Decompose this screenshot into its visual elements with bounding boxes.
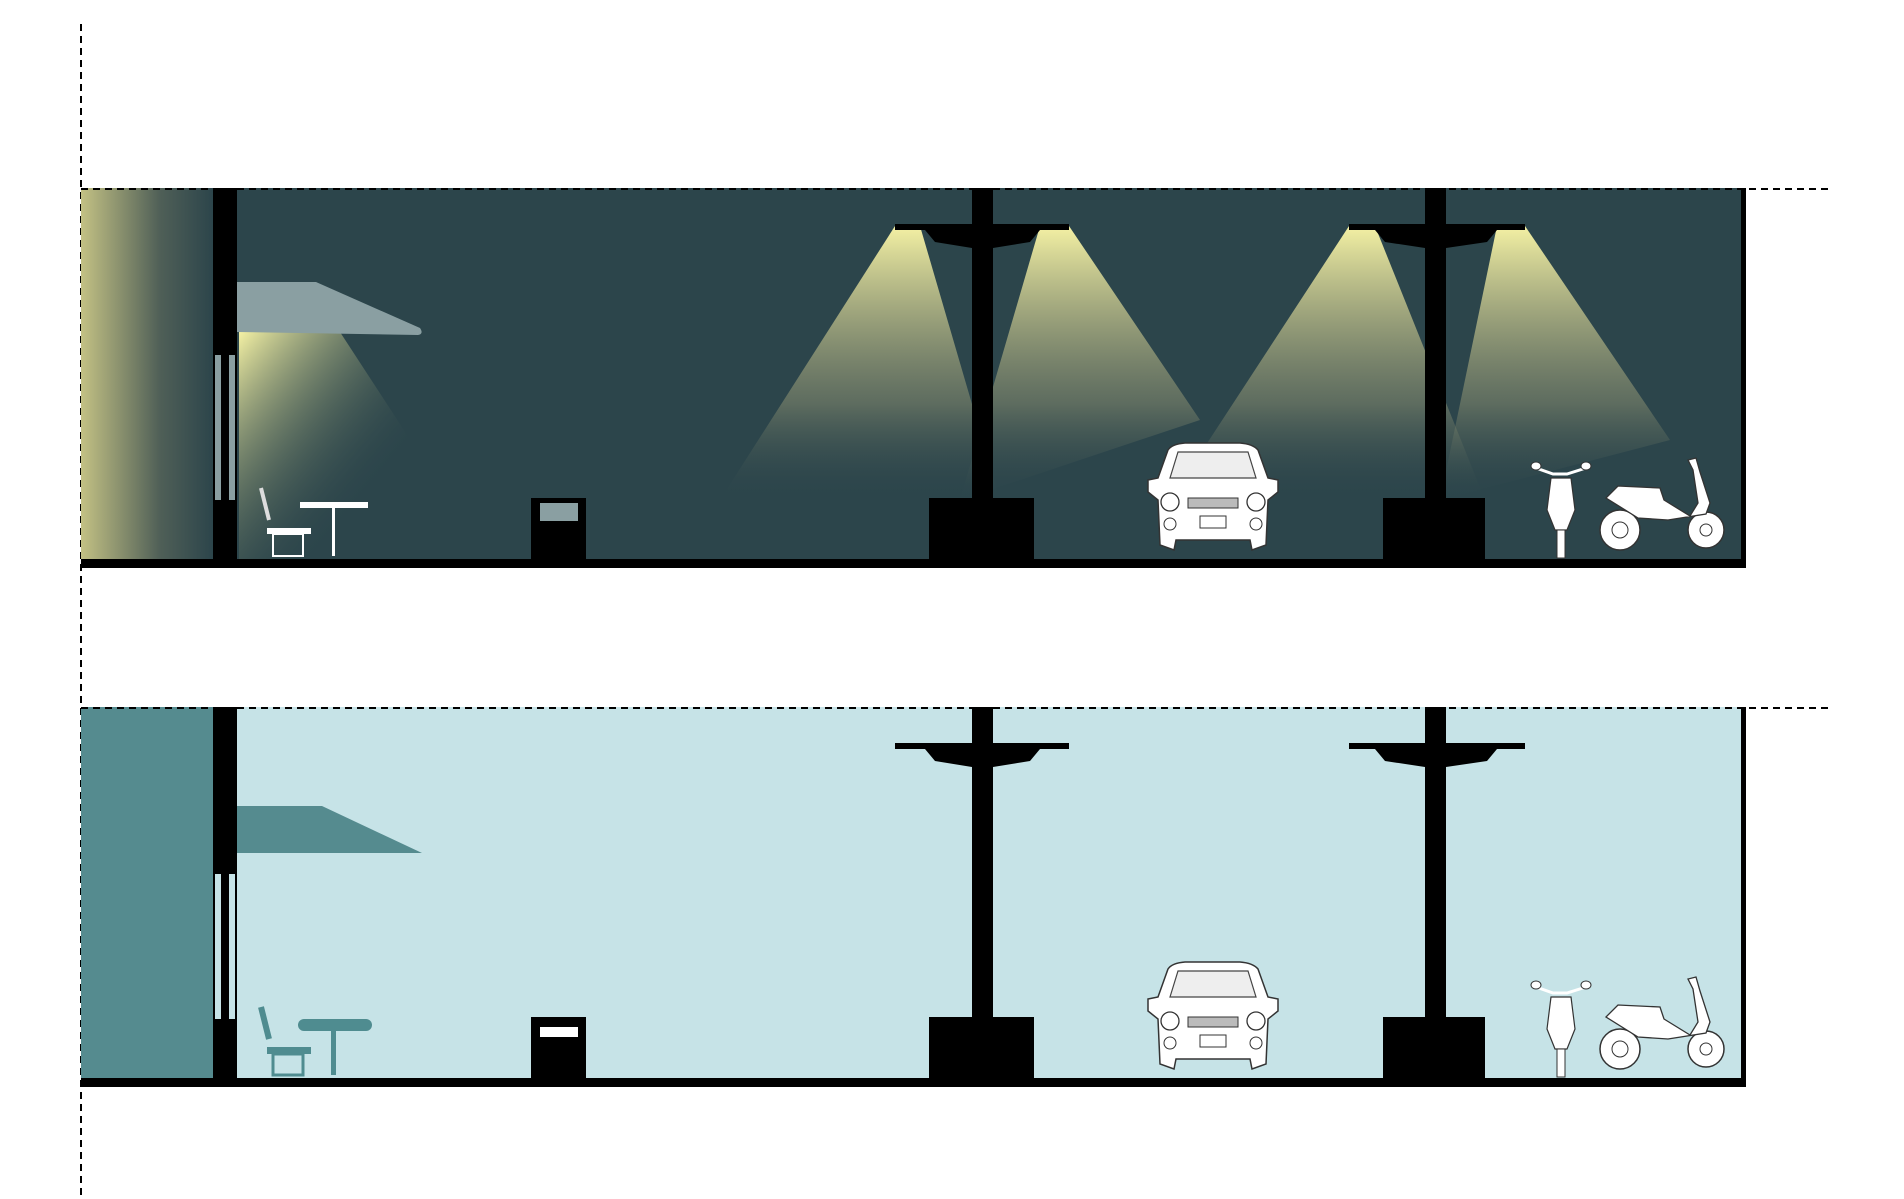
street-light-cone xyxy=(1440,226,1670,500)
window-glass xyxy=(215,355,221,500)
planter xyxy=(531,1017,586,1080)
car xyxy=(1147,961,1279,1070)
window-glass xyxy=(229,874,235,1019)
right-edge xyxy=(1741,188,1746,568)
building-facade-lit xyxy=(81,188,213,559)
window-glass xyxy=(215,874,221,1019)
day-section xyxy=(81,707,1831,1087)
night-section xyxy=(81,188,1831,568)
ground xyxy=(81,1078,1746,1087)
street-light-pole xyxy=(895,188,1069,561)
chair xyxy=(259,487,311,557)
street-light-cone xyxy=(960,226,1200,500)
street-light-pole xyxy=(1349,707,1525,1080)
planter xyxy=(531,498,586,561)
street-light-cone xyxy=(720,226,1000,500)
chair xyxy=(258,1006,311,1077)
canopy-light-cone xyxy=(239,332,430,560)
street-light-pole xyxy=(1349,188,1525,561)
car xyxy=(1147,442,1279,551)
window-glass xyxy=(229,355,235,500)
ground xyxy=(81,559,1746,568)
table xyxy=(300,502,368,556)
building-facade xyxy=(81,707,213,1078)
canopy xyxy=(237,282,422,335)
street-light-cone xyxy=(1170,226,1485,500)
right-edge xyxy=(1741,707,1746,1087)
street-light-pole xyxy=(895,707,1069,1080)
table xyxy=(298,1019,372,1075)
canopy xyxy=(237,806,422,853)
